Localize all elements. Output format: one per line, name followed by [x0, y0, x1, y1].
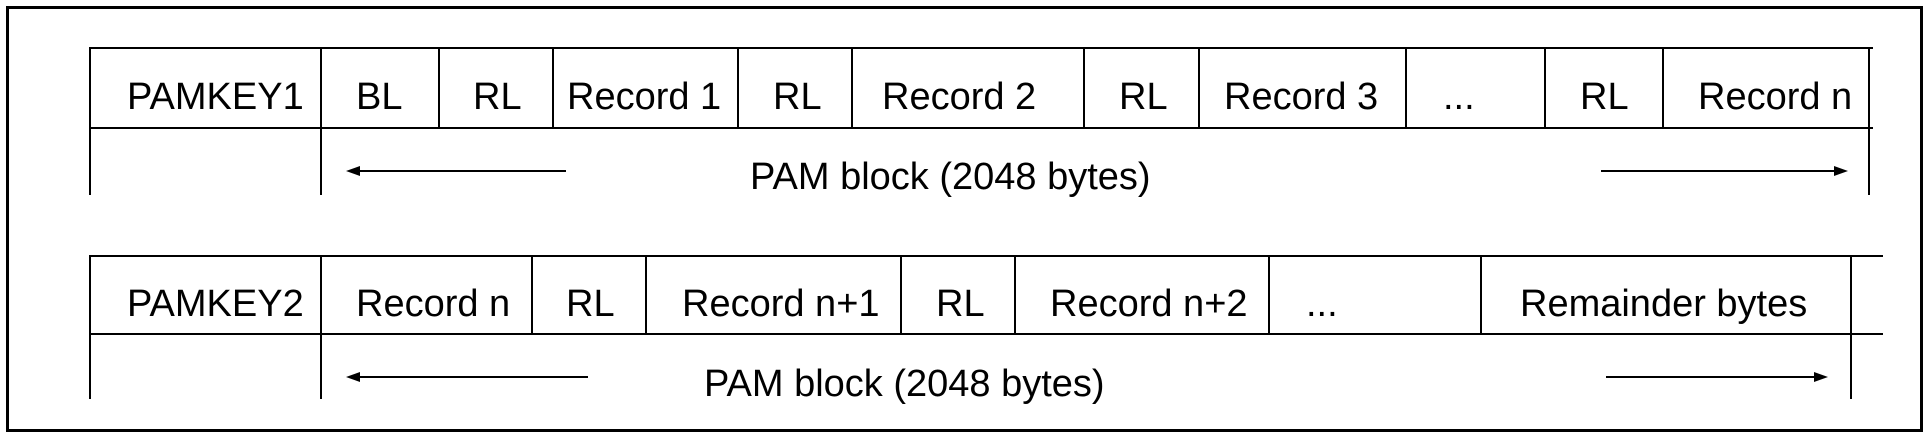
row-2-divider: [1014, 255, 1016, 335]
row-1-divider: [552, 47, 554, 129]
row-2-top-border: [89, 255, 1883, 257]
row-2-divider: [89, 255, 91, 399]
record-cell: Record 1: [567, 76, 722, 118]
row-1-divider: [1868, 47, 1870, 195]
diagram-frame: [6, 6, 1923, 432]
record-length-cell: RL: [473, 76, 522, 118]
row-1-divider: [1405, 47, 1407, 129]
row-1-divider: [1083, 47, 1085, 129]
row-1-divider: [1662, 47, 1664, 129]
record-cell: Record n+1: [682, 283, 880, 325]
record-cell: Record n: [356, 283, 511, 325]
ellipsis-cell: ...: [1306, 283, 1338, 325]
row-2-divider: [1268, 255, 1270, 335]
record-length-cell: RL: [566, 283, 615, 325]
left-arrowhead-icon: [346, 166, 360, 176]
pamkey-cell: PAMKEY2: [127, 283, 304, 325]
pamkey-cell: PAMKEY1: [127, 76, 304, 118]
ellipsis-cell: ...: [1443, 76, 1475, 118]
record-cell: Record 3: [1224, 76, 1379, 118]
row-1-divider: [89, 47, 91, 195]
row-2-divider: [1480, 255, 1482, 335]
right-arrowhead-icon: [1834, 166, 1848, 176]
row-1-divider: [851, 47, 853, 129]
record-cell: Record 2: [882, 76, 1037, 118]
record-cell: Record n: [1698, 76, 1853, 118]
right-arrowhead-icon: [1814, 372, 1828, 382]
record-length-cell: RL: [1119, 76, 1168, 118]
pam-block-span-label: PAM block (2048 bytes): [704, 363, 1105, 405]
row-2-divider: [900, 255, 902, 335]
row-2-mid-border: [89, 333, 1883, 335]
record-cell: Record n+2: [1050, 283, 1248, 325]
remainder-bytes-cell: Remainder bytes: [1520, 283, 1808, 325]
row-2-divider: [645, 255, 647, 335]
row-1-divider: [320, 47, 322, 195]
record-length-cell: RL: [773, 76, 822, 118]
row-1-divider: [1544, 47, 1546, 129]
row-2-divider: [1850, 255, 1852, 399]
pam-block-span-label: PAM block (2048 bytes): [750, 156, 1151, 198]
row-1-top-border: [89, 47, 1873, 49]
row-1-mid-border: [89, 127, 1873, 129]
record-length-cell: RL: [1580, 76, 1629, 118]
row-1-divider: [737, 47, 739, 129]
row-2-divider: [531, 255, 533, 335]
record-length-cell: RL: [936, 283, 985, 325]
row-2-divider: [320, 255, 322, 399]
row-1-divider: [438, 47, 440, 129]
left-arrowhead-icon: [346, 372, 360, 382]
row-1-divider: [1198, 47, 1200, 129]
block-length-cell: BL: [356, 76, 403, 118]
